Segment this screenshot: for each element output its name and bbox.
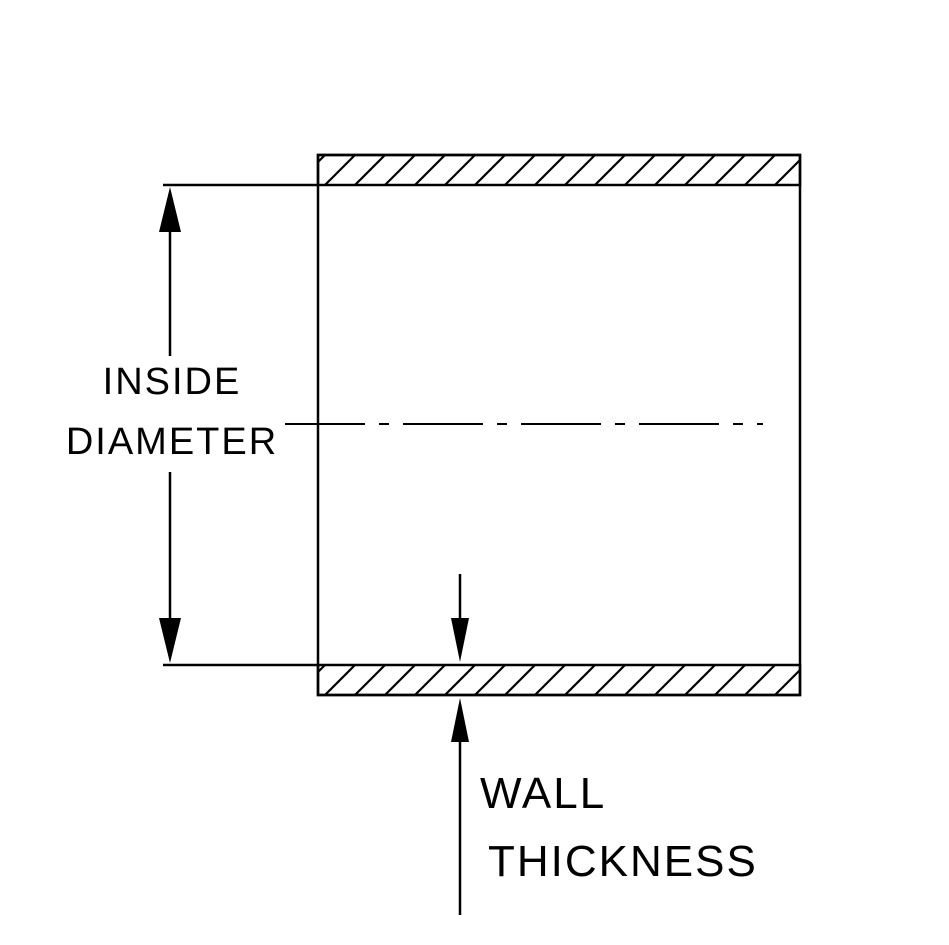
wall-arrow-up [451, 698, 469, 742]
wall-thickness-label-line2: THICKNESS [488, 837, 758, 886]
top-wall-hatch [316, 153, 802, 187]
id-arrow-up [159, 187, 181, 232]
wall-thickness-label-line1: WALL [480, 769, 607, 818]
inside-diameter-label-line2: DIAMETER [65, 421, 279, 463]
id-arrow-down [159, 618, 181, 663]
inside-diameter-label-line1: INSIDE [102, 361, 242, 403]
wall-arrow-down [451, 618, 469, 662]
bottom-wall-hatch [316, 663, 802, 697]
